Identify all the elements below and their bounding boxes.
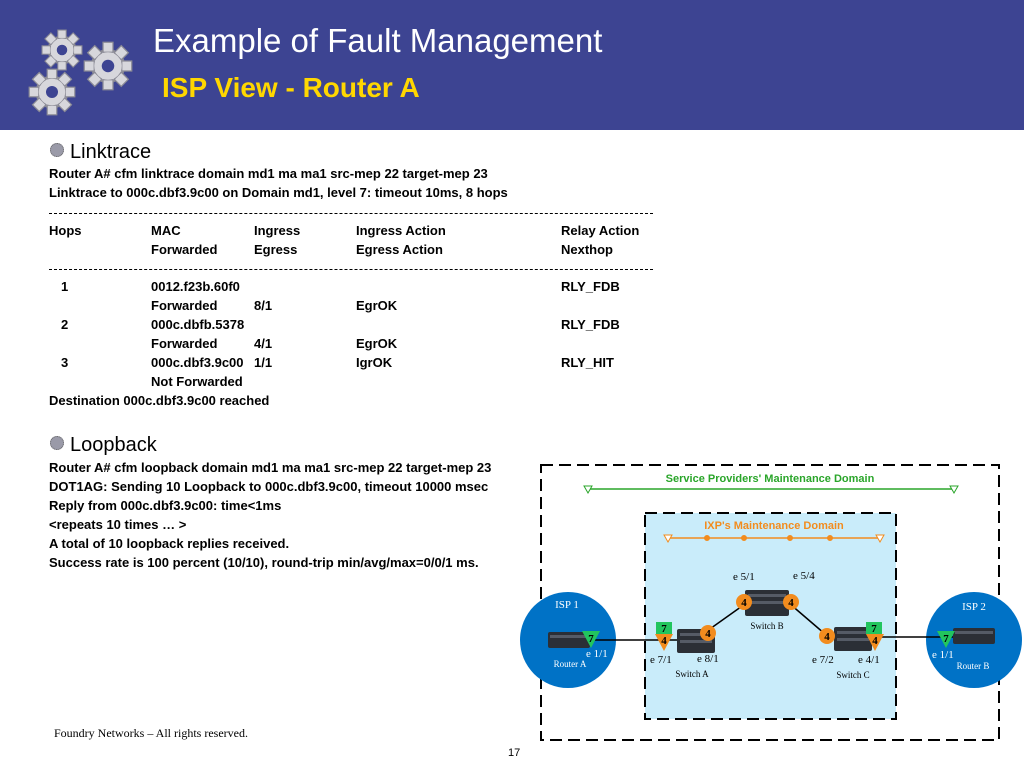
table-cell: 0012.f23b.60f0 bbox=[151, 279, 240, 294]
loopback-line: A total of 10 loopback replies received. bbox=[49, 536, 290, 551]
router-b-icon bbox=[953, 628, 995, 644]
switch-a-label: Switch A bbox=[675, 669, 709, 679]
router-a-icon bbox=[548, 632, 590, 648]
title-banner bbox=[0, 0, 1024, 130]
table-divider bbox=[49, 269, 653, 270]
table-cell: RLY_FDB bbox=[561, 279, 620, 294]
col-header-hops: Hops bbox=[49, 223, 82, 238]
sp-domain-box bbox=[540, 464, 1000, 741]
sp-domain-label: Service Providers' Maintenance Domain bbox=[666, 473, 875, 485]
port-label: e 5/4 bbox=[793, 570, 815, 582]
loopback-line: <repeats 10 times … > bbox=[49, 517, 187, 532]
switch-a-icon bbox=[677, 629, 715, 653]
table-cell: 2 bbox=[61, 317, 69, 332]
svg-text:7: 7 bbox=[871, 623, 877, 635]
loopback-line: Success rate is 100 percent (10/10), rou… bbox=[49, 555, 479, 570]
table-cell: RLY_HIT bbox=[561, 355, 614, 370]
col-header-nexthop: Nexthop bbox=[561, 242, 613, 257]
svg-text:7: 7 bbox=[943, 633, 949, 645]
table-cell: Not Forwarded bbox=[151, 374, 243, 389]
sp-mep-right-icon bbox=[949, 485, 959, 495]
table-cell: EgrOK bbox=[356, 336, 398, 351]
table-cell: Forwarded bbox=[151, 298, 218, 313]
page-subtitle: ISP View - Router A bbox=[162, 72, 420, 103]
col-header-forwarded: Forwarded bbox=[151, 242, 218, 257]
ixp-domain-label: IXP's Maintenance Domain bbox=[704, 520, 844, 532]
table-divider bbox=[49, 213, 653, 214]
sp-mep-left-icon bbox=[583, 485, 593, 495]
isp1-label: ISP 1 bbox=[555, 599, 579, 611]
loopback-heading: Loopback bbox=[50, 434, 157, 457]
table-cell: 1 bbox=[61, 279, 69, 294]
port-label: e 5/1 bbox=[733, 571, 755, 583]
col-header-egress-action: Egress Action bbox=[356, 242, 443, 257]
table-cell: 8/1 bbox=[254, 298, 273, 313]
svg-text:4: 4 bbox=[705, 628, 711, 640]
col-header-egress: Egress bbox=[254, 242, 298, 257]
table-cell: 3 bbox=[61, 355, 69, 370]
col-header-relay-action: Relay Action bbox=[561, 223, 640, 238]
linktrace-summary: Linktrace to 000c.dbf3.9c00 on Domain md… bbox=[49, 185, 508, 200]
svg-text:7: 7 bbox=[661, 623, 667, 635]
gears-logo-icon bbox=[28, 29, 133, 116]
linktrace-heading-label: Linktrace bbox=[70, 141, 152, 163]
table-cell: 000c.dbfb.5378 bbox=[151, 317, 245, 332]
loopback-line: Router A# cfm loopback domain md1 ma ma1… bbox=[49, 460, 492, 475]
page-title: Example of Fault Management bbox=[153, 22, 603, 59]
table-cell: 1/1 bbox=[254, 355, 273, 370]
svg-text:4: 4 bbox=[661, 635, 667, 647]
loopback-heading-label: Loopback bbox=[70, 434, 157, 456]
svg-text:7: 7 bbox=[588, 633, 594, 645]
svg-text:4: 4 bbox=[741, 597, 747, 609]
ixp-mip-markers bbox=[663, 534, 885, 544]
page-number: 17 bbox=[508, 747, 521, 759]
gear-bullet-icon bbox=[50, 143, 64, 157]
isp2-circle bbox=[926, 592, 1022, 688]
col-header-mac: MAC bbox=[151, 223, 181, 238]
port-label: e 1/1 bbox=[586, 648, 608, 660]
col-header-ingress-action: Ingress Action bbox=[356, 223, 446, 238]
switch-b-icon bbox=[745, 590, 789, 616]
mep-level-7-markers: 7 7 7 7 bbox=[582, 622, 955, 648]
loopback-line: Reply from 000c.dbf3.9c00: time<1ms bbox=[49, 498, 282, 513]
port-label: e 8/1 bbox=[697, 653, 719, 665]
port-label: e 7/2 bbox=[812, 654, 834, 666]
ixp-domain-box bbox=[644, 512, 897, 720]
table-cell: 4/1 bbox=[254, 336, 273, 351]
svg-text:4: 4 bbox=[788, 597, 794, 609]
isp1-circle bbox=[520, 592, 616, 688]
links bbox=[590, 603, 955, 641]
switch-c-label: Switch C bbox=[836, 670, 869, 680]
router-b-label: Router B bbox=[957, 661, 990, 671]
loopback-line: DOT1AG: Sending 10 Loopback to 000c.dbf3… bbox=[49, 479, 489, 494]
mip-level-4-markers: 4 4 4 4 4 4 bbox=[655, 594, 884, 651]
port-label: e 1/1 bbox=[932, 649, 954, 661]
router-a-label: Router A bbox=[554, 659, 587, 669]
table-cell: RLY_FDB bbox=[561, 317, 620, 332]
table-cell: Forwarded bbox=[151, 336, 218, 351]
gear-bullet-icon bbox=[50, 436, 64, 450]
svg-text:4: 4 bbox=[824, 631, 830, 643]
linktrace-destination: Destination 000c.dbf3.9c00 reached bbox=[49, 393, 270, 408]
table-cell: 000c.dbf3.9c00 bbox=[151, 355, 244, 370]
linktrace-heading: Linktrace bbox=[50, 141, 151, 164]
col-header-ingress: Ingress bbox=[254, 223, 301, 238]
svg-text:4: 4 bbox=[872, 635, 878, 647]
switch-b-label: Switch B bbox=[750, 621, 783, 631]
port-label: e 4/1 bbox=[858, 654, 880, 666]
linktrace-command: Router A# cfm linktrace domain md1 ma ma… bbox=[49, 166, 488, 181]
table-cell: IgrOK bbox=[356, 355, 393, 370]
port-label: e 7/1 bbox=[650, 654, 672, 666]
switch-c-icon bbox=[834, 627, 872, 651]
table-cell: EgrOK bbox=[356, 298, 398, 313]
isp2-label: ISP 2 bbox=[962, 601, 986, 613]
copyright-footer: Foundry Networks – All rights reserved. bbox=[54, 726, 248, 740]
